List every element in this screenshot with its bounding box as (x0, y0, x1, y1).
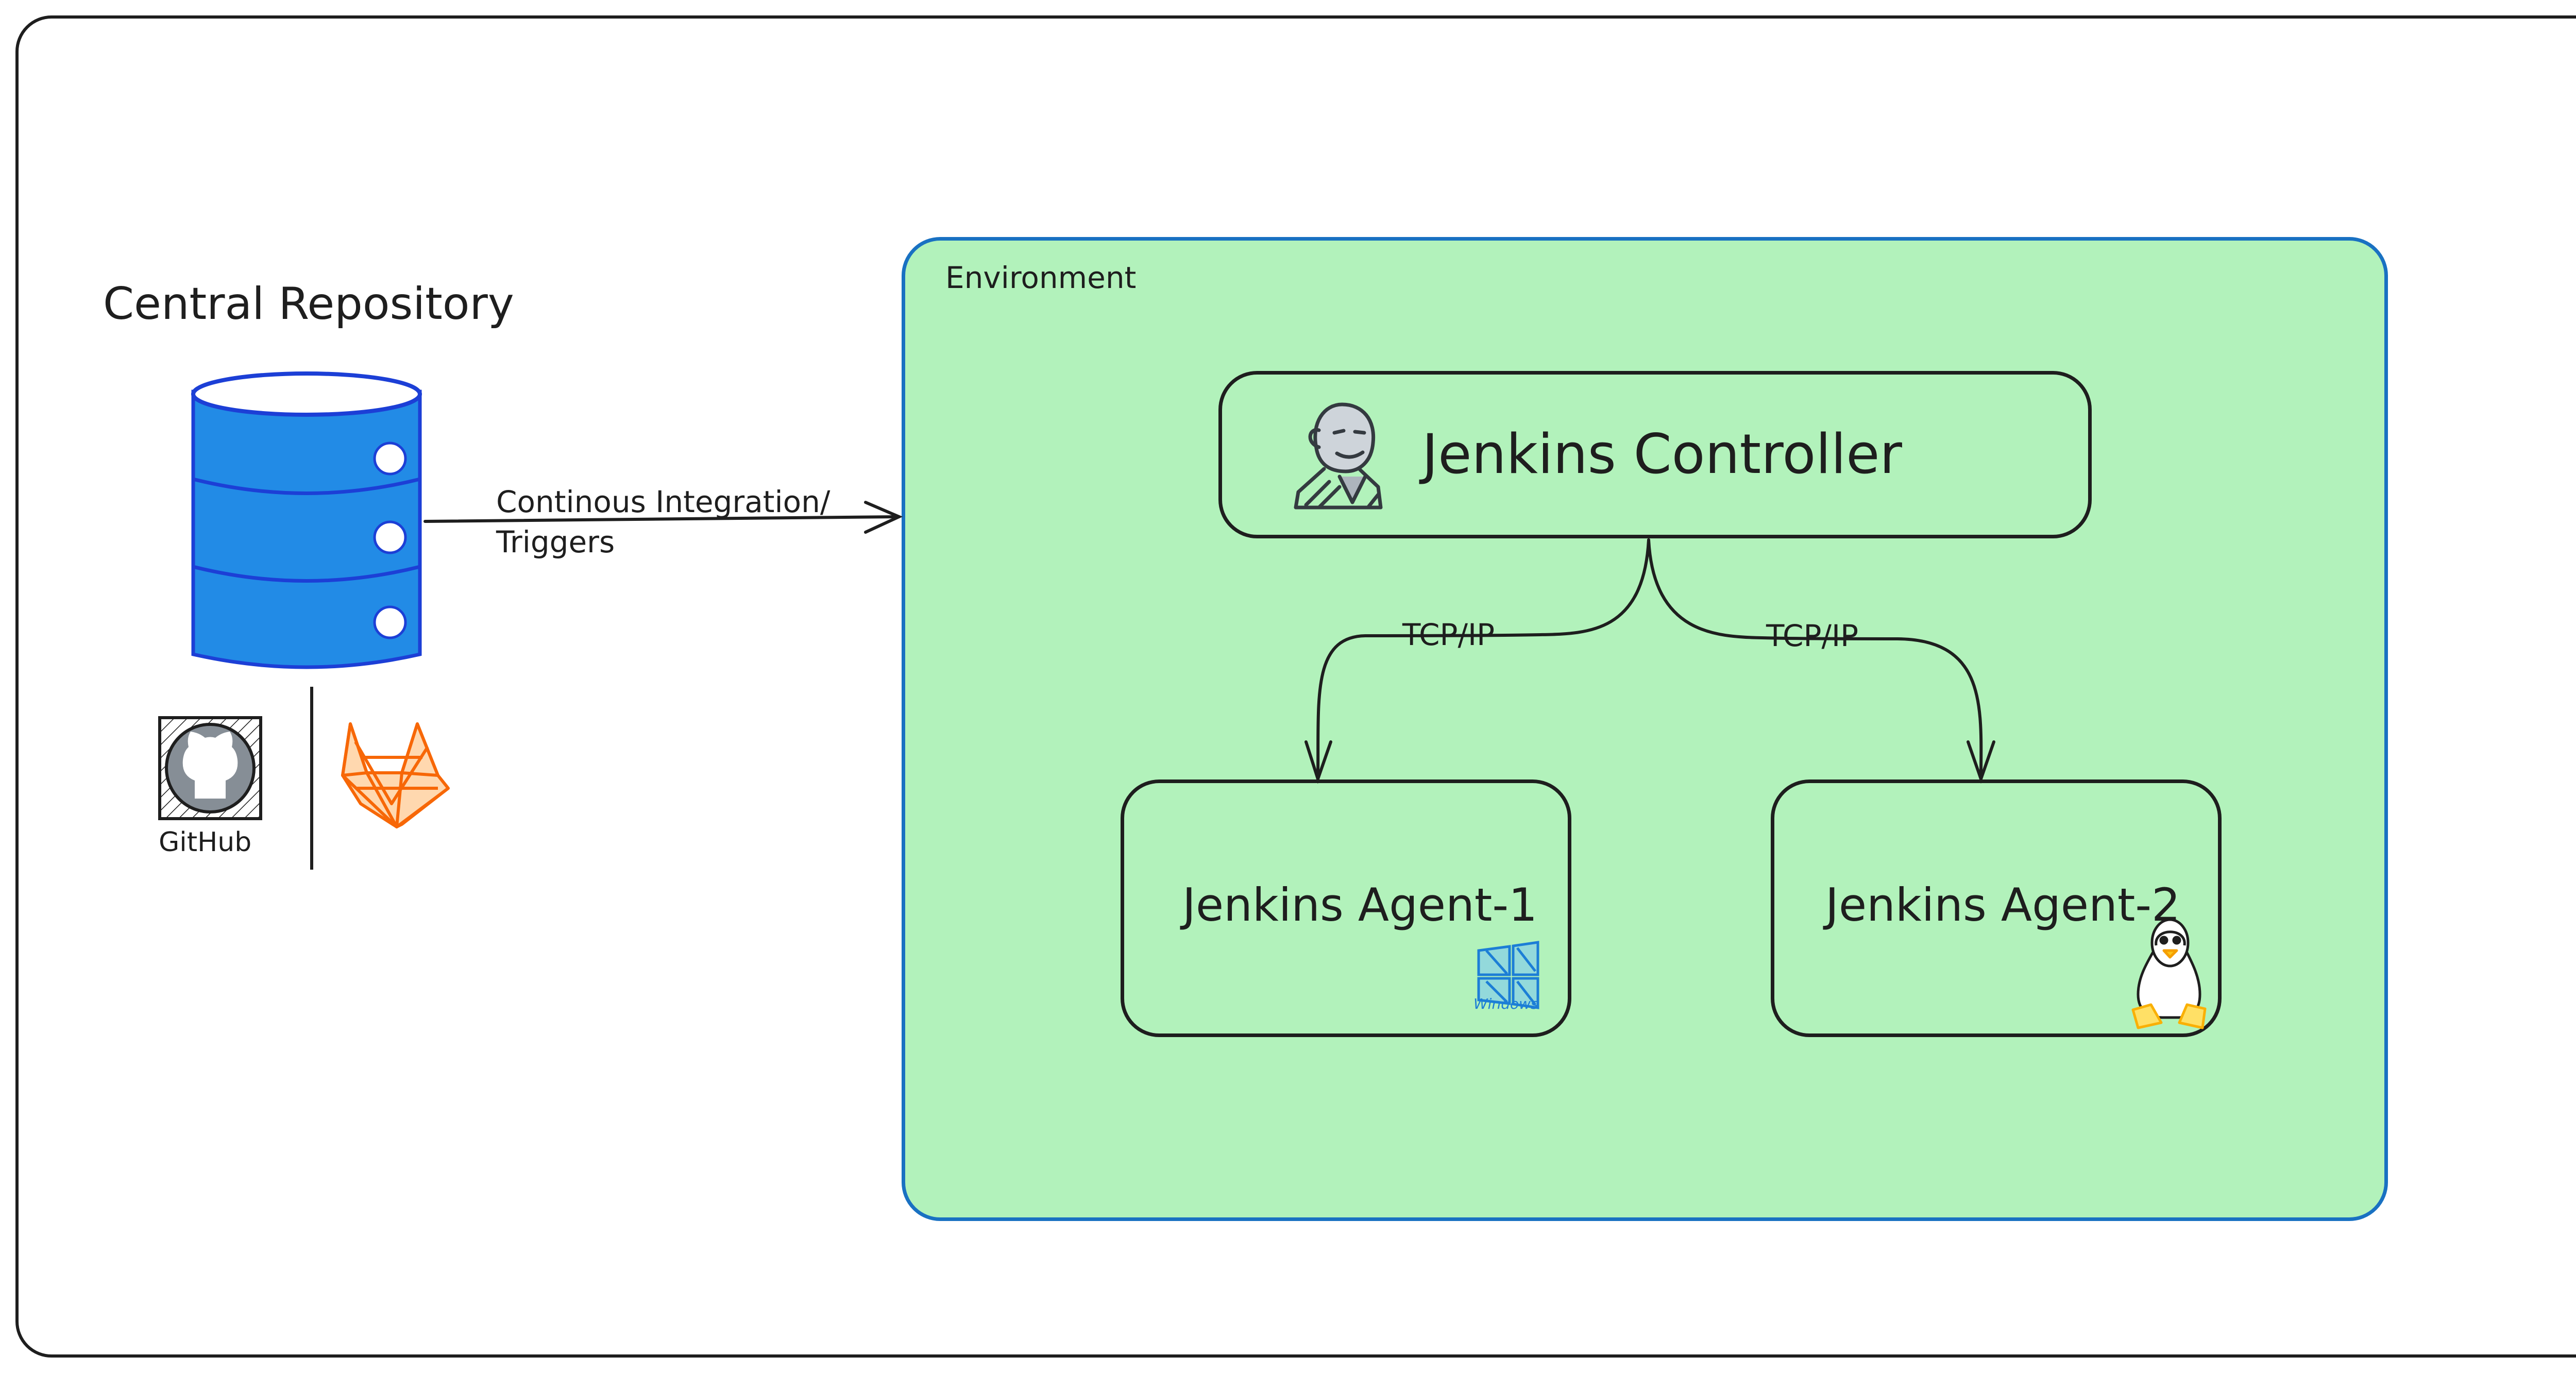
tcp-arrow-to-agent-1 (1304, 538, 1650, 784)
jenkins-agent-2-node (1771, 779, 2222, 1037)
canvas-frame (15, 15, 2576, 1358)
jenkins-agent-1-label: Jenkins Agent-1 (1182, 878, 1538, 931)
ci-trigger-label: Continous Integration/ Triggers (496, 482, 830, 562)
database-icon (191, 371, 422, 669)
repository-title: Central Repository (103, 278, 514, 330)
tcp-link-label-1: TCP/IP (1402, 617, 1495, 652)
jenkins-agent-2-label: Jenkins Agent-2 (1825, 878, 2181, 931)
environment-container (902, 237, 2388, 1221)
ci-trigger-label-line1: Continous Integration/ (496, 484, 831, 519)
github-icon (158, 716, 262, 820)
environment-label: Environment (945, 260, 1137, 295)
linux-tux-icon (2131, 918, 2207, 1029)
jenkins-logo-icon (1294, 402, 1383, 510)
jenkins-agent-1-node (1121, 779, 1571, 1037)
ci-trigger-arrow (423, 501, 903, 534)
tcp-arrow-to-agent-2 (1647, 538, 1995, 784)
windows-icon (1477, 941, 1539, 1009)
github-label: GitHub (159, 827, 252, 858)
tcp-link-label-2: TCP/IP (1766, 618, 1859, 653)
ci-trigger-label-line2: Triggers (496, 524, 615, 560)
jenkins-controller-node (1218, 371, 2092, 538)
jenkins-controller-label: Jenkins Controller (1422, 422, 1903, 486)
windows-label: Windows (1473, 995, 1538, 1012)
gitlab-icon (341, 722, 450, 828)
